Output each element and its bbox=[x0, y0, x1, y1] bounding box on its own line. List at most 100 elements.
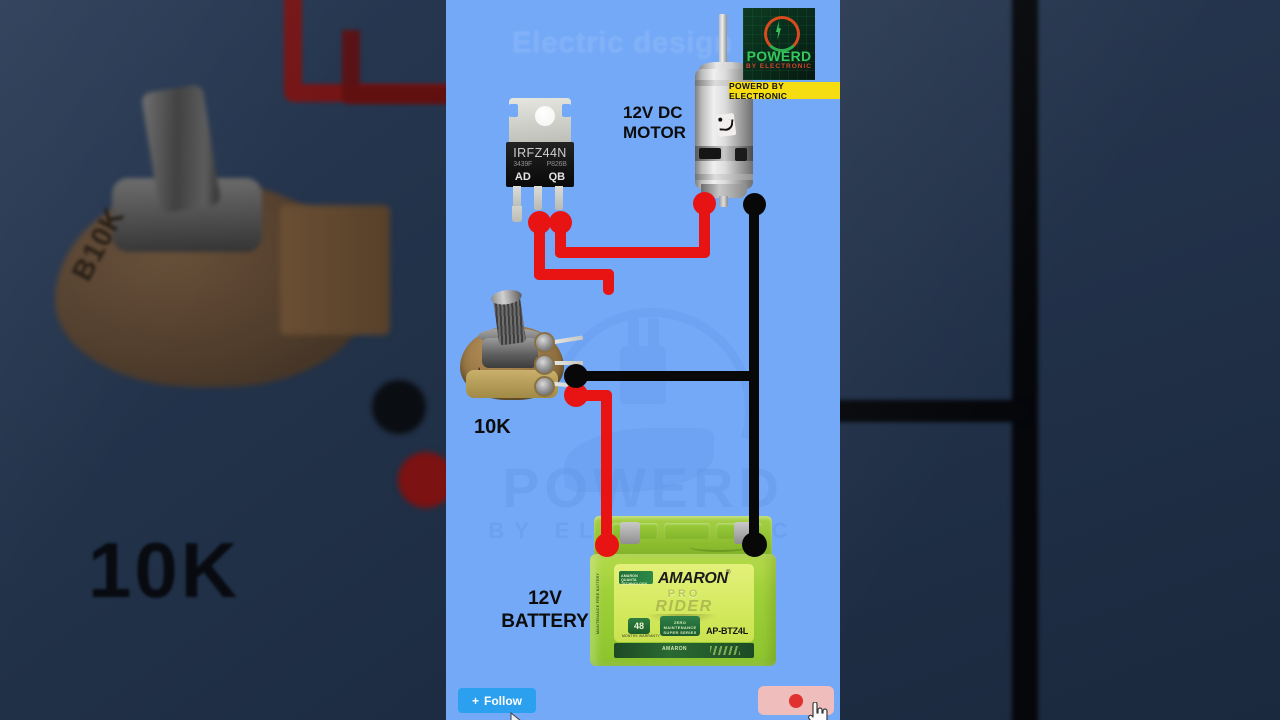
motor-slot-right bbox=[735, 148, 747, 161]
battery-warranty-sub: MONTHS WARRANTY bbox=[622, 634, 660, 638]
mosfet-mark-line: AD QB bbox=[506, 171, 574, 183]
mosfet-code-right: P826B bbox=[546, 161, 567, 168]
logo-ring-icon bbox=[764, 16, 800, 52]
backdrop-black-node bbox=[372, 380, 426, 434]
wire-red-mosfet-pin2-horizontal bbox=[534, 269, 614, 280]
title-watermark: Electric design 11 bbox=[511, 26, 775, 59]
backdrop-left-sheen bbox=[0, 0, 446, 720]
battery-warranty-badge: 48 bbox=[628, 618, 650, 634]
mosfet-pin-gate bbox=[512, 186, 522, 222]
wire-red-pot-horizontal bbox=[570, 390, 612, 401]
wire-red-pot-to-battery bbox=[601, 390, 612, 550]
battery-brand: AMARON bbox=[658, 570, 728, 587]
wire-red-to-motor-positive bbox=[699, 200, 710, 258]
battery-vent-2 bbox=[664, 523, 710, 539]
node-mosfet-pin3 bbox=[549, 211, 572, 234]
battery-terminal-positive bbox=[620, 522, 640, 544]
wire-black-motor-to-battery bbox=[749, 200, 759, 545]
potentiometer[interactable]: B10K bbox=[456, 294, 586, 408]
backdrop-horizontal-wire bbox=[840, 400, 1030, 422]
backdrop-potentiometer-tabs bbox=[280, 205, 390, 335]
hand-cursor-icon bbox=[808, 702, 828, 720]
node-mosfet-pin2 bbox=[528, 211, 551, 234]
pot-leg-2 bbox=[551, 361, 583, 365]
mosfet-body: IRFZ44N 3439F P826B AD QB bbox=[506, 142, 574, 187]
mosfet-mark-right: QB bbox=[548, 171, 566, 183]
pot-lug-3 bbox=[534, 376, 555, 397]
motor-ring-bottom bbox=[695, 174, 753, 180]
motor-label-line1: 12V DC bbox=[623, 103, 683, 122]
battery-strip-logo: AMARON bbox=[662, 646, 687, 652]
node-battery-negative bbox=[742, 532, 767, 557]
backdrop-red-node bbox=[398, 452, 446, 508]
motor-shaft bbox=[719, 14, 727, 66]
motor-label: 12V DC MOTOR bbox=[623, 103, 686, 144]
mosfet-mounting-hole bbox=[535, 106, 555, 126]
watermark-prong-left bbox=[628, 318, 639, 352]
pot-leg-1 bbox=[550, 335, 584, 345]
battery-label-text: 12V BATTERY bbox=[490, 588, 600, 634]
video-panel: POWERD BY ELECTRONIC Electric design 11 … bbox=[446, 0, 840, 720]
mosfet-heatsink-tab bbox=[509, 98, 571, 144]
battery-registered-mark: ® bbox=[726, 570, 731, 576]
arrow-cursor-icon bbox=[510, 712, 521, 720]
brand-logo-tile: POWERD BY ELECTRONIC bbox=[743, 8, 815, 80]
follow-button[interactable]: + Follow bbox=[458, 688, 536, 713]
motor-rear-shaft bbox=[719, 196, 728, 207]
wire-red-mosfet-pin3-vertical bbox=[555, 218, 566, 258]
follow-button-label: Follow bbox=[484, 693, 522, 708]
brand-banner: POWERD BY ELECTRONIC bbox=[729, 81, 840, 101]
battery-green-badge: ZERO MAINTENANCE SUPER SERIES bbox=[660, 616, 700, 636]
pot-shaft[interactable] bbox=[492, 294, 527, 346]
mosfet-code-left: 3439F bbox=[513, 161, 533, 168]
battery-label-line1: 12V bbox=[528, 588, 562, 609]
backdrop-pot-label: 10K bbox=[88, 525, 240, 616]
battery: MAINTENANCE FREE BATTERY AMARON QUANTA T… bbox=[590, 516, 776, 668]
battery-series-line1: PRO bbox=[667, 588, 701, 600]
battery-strip-lines bbox=[710, 646, 740, 655]
mosfet-pin-drain bbox=[534, 186, 542, 210]
mosfet-code-line: 3439F P826B bbox=[506, 161, 574, 168]
node-motor-negative bbox=[743, 193, 766, 216]
motor-slot-left bbox=[699, 148, 721, 159]
wire-black-pot-horizontal bbox=[574, 371, 759, 381]
follow-plus-icon: + bbox=[471, 693, 479, 708]
node-motor-positive bbox=[693, 192, 716, 215]
battery-tech-badge: AMARON QUANTA TECHNOLOGY bbox=[619, 571, 653, 586]
mosfet-notch-right bbox=[562, 104, 571, 117]
mosfet-mark-left: AD bbox=[514, 171, 531, 183]
mosfet-notch-left bbox=[509, 104, 518, 117]
backdrop-left: B10K 10K bbox=[0, 0, 446, 720]
watermark-brand: POWERD bbox=[502, 456, 784, 519]
battery-series-line2: RIDER bbox=[655, 598, 713, 615]
mosfet-pin-source bbox=[555, 186, 563, 210]
battery-label: AMARON QUANTA TECHNOLOGY AMARON ® PRO RI… bbox=[614, 564, 754, 642]
battery-top-swirl bbox=[689, 542, 749, 552]
backdrop-vertical-wire bbox=[1012, 0, 1038, 720]
record-dot-icon bbox=[789, 693, 803, 708]
mosfet: IRFZ44N 3439F P826B AD QB bbox=[504, 98, 576, 222]
node-battery-positive bbox=[595, 533, 619, 557]
lightning-bolt-icon bbox=[776, 21, 781, 40]
battery-label-line2: BATTERY bbox=[501, 610, 589, 632]
motor-ring-top bbox=[695, 80, 753, 86]
node-pot-wiper bbox=[564, 364, 588, 388]
wire-red-mosfet-pin2-vertical bbox=[534, 218, 545, 280]
pot-terminals bbox=[534, 332, 584, 398]
logo-tile-sub: BY ELECTRONIC bbox=[746, 63, 812, 70]
pot-lug-1 bbox=[534, 332, 555, 353]
battery-green-badge-text: ZERO MAINTENANCE SUPER SERIES bbox=[663, 620, 697, 635]
pot-lug-2 bbox=[534, 354, 555, 375]
logo-tile-title: POWERD bbox=[746, 48, 812, 64]
battery-tech-badge-text: AMARON QUANTA TECHNOLOGY bbox=[621, 574, 648, 586]
backdrop-right bbox=[840, 0, 1280, 720]
battery-bottom-strip: AMARON bbox=[614, 643, 754, 658]
wire-red-mosfet-pin2-stub bbox=[603, 269, 614, 295]
potentiometer-label: 10K bbox=[474, 416, 511, 438]
backdrop-right-sheen bbox=[840, 0, 1280, 720]
motor-sticker bbox=[715, 112, 737, 138]
motor-label-line2: MOTOR bbox=[623, 123, 686, 143]
battery-model: AP-BTZ4L bbox=[706, 626, 748, 636]
watermark-prong-right bbox=[648, 318, 659, 352]
battery-body: MAINTENANCE FREE BATTERY AMARON QUANTA T… bbox=[590, 554, 776, 666]
